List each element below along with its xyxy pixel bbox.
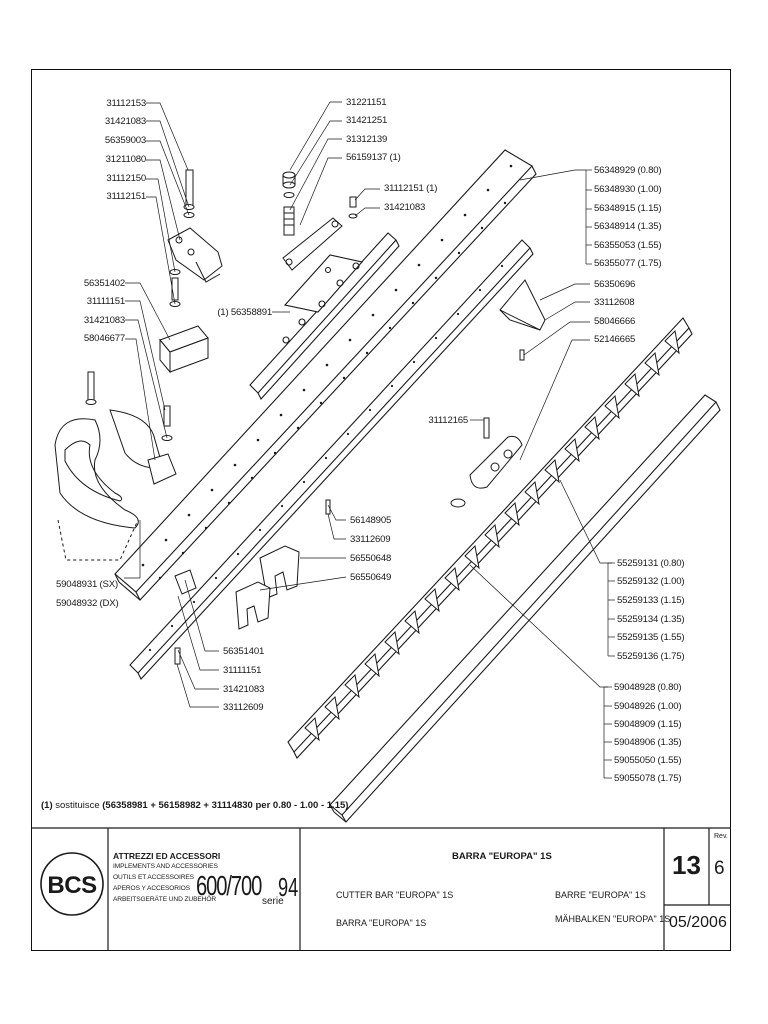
part-label: 55259135 (1.55) bbox=[617, 632, 685, 643]
part-label: 31421251 bbox=[346, 115, 388, 126]
part-label: 31112150 bbox=[106, 173, 146, 184]
category-en: IMPLEMENTS AND ACCESSORIES bbox=[113, 863, 218, 870]
mounting-plate bbox=[249, 232, 400, 400]
knife-sections bbox=[304, 329, 680, 742]
part-label: 56348915 (1.15) bbox=[594, 203, 662, 214]
title-fr: BARRE "EUROPA" 1S bbox=[555, 890, 646, 900]
end-plate bbox=[499, 279, 546, 361]
title-es: BARRA "EUROPA" 1S bbox=[336, 918, 427, 928]
page-title: BARRA "EUROPA" 1S bbox=[452, 851, 552, 862]
part-label: 31111151 bbox=[223, 665, 262, 676]
category-title: ATTREZZI ED ACCESSORI bbox=[113, 851, 221, 861]
serie-label: serie bbox=[262, 896, 284, 907]
replacement-footnote: (1) sostituisce (56358981 + 56158982 + 3… bbox=[41, 800, 348, 811]
part-label: 59048932 (DX) bbox=[56, 598, 119, 609]
part-label: 33112609 bbox=[223, 702, 264, 713]
part-label: 31421083 bbox=[104, 116, 146, 127]
finger-bar bbox=[114, 149, 537, 601]
part-label: 31421083 bbox=[384, 202, 426, 213]
part-label: 31111151 bbox=[86, 296, 125, 307]
revision-number: 6 bbox=[714, 858, 725, 879]
part-label: 31112151 bbox=[106, 191, 146, 202]
model-number: 600/700 bbox=[196, 870, 262, 901]
guard-plates bbox=[235, 545, 300, 630]
part-label: 56348930 (1.00) bbox=[594, 184, 662, 195]
serie-number: 94 bbox=[278, 872, 299, 902]
category-de: ARBEITSGERÄTE UND ZUBEHÖR bbox=[113, 896, 217, 903]
part-label: 56359003 bbox=[104, 135, 146, 146]
drawing-frame bbox=[31, 69, 731, 951]
part-label: 58046677 bbox=[83, 333, 125, 344]
part-label: 59048906 (1.35) bbox=[614, 737, 682, 748]
link-arm bbox=[282, 171, 358, 271]
part-label: 31312139 bbox=[346, 134, 388, 145]
outer-shoe bbox=[54, 371, 177, 561]
footnote-per: per 0.80 - 1.00 - 1.15) bbox=[255, 800, 349, 811]
part-label: 56355077 (1.75) bbox=[594, 258, 662, 269]
part-label: 33112608 bbox=[594, 297, 635, 308]
part-label: 58046666 bbox=[594, 316, 636, 327]
leader-lines bbox=[124, 101, 615, 779]
part-label: 55259136 (1.75) bbox=[617, 651, 685, 662]
part-label: 56159137 (1) bbox=[346, 152, 401, 163]
finger-bar-holes bbox=[141, 164, 513, 580]
clamp-assembly bbox=[167, 169, 223, 307]
bcs-logo: BCS bbox=[47, 872, 97, 899]
knife-head bbox=[450, 417, 523, 508]
part-label: 55259134 (1.35) bbox=[617, 614, 685, 625]
part-label: 56351401 bbox=[223, 646, 265, 657]
part-label: 59048909 (1.15) bbox=[614, 719, 682, 730]
part-label: 55259132 (1.00) bbox=[617, 576, 685, 587]
angle-bar bbox=[329, 394, 721, 823]
part-label: 59048926 (1.00) bbox=[614, 701, 682, 712]
part-label: 55259131 (0.80) bbox=[617, 558, 685, 569]
part-label: 59048928 (0.80) bbox=[614, 682, 682, 693]
part-label: 31112151 (1) bbox=[384, 183, 438, 194]
part-label: 56350696 bbox=[594, 279, 636, 290]
part-label: 55259133 (1.15) bbox=[617, 595, 685, 606]
part-label: 59055050 (1.55) bbox=[614, 755, 682, 766]
part-label: 31221151 bbox=[346, 97, 387, 108]
part-label: 31421083 bbox=[223, 684, 265, 695]
part-label: 52146665 bbox=[594, 334, 636, 345]
spacer-block bbox=[159, 325, 209, 374]
pressure-bar bbox=[129, 239, 534, 680]
part-label: 56550649 bbox=[350, 572, 392, 583]
issue-date: 05/2006 bbox=[669, 914, 727, 931]
revision-label: Rev. bbox=[714, 833, 728, 840]
category-es: APEROS Y ACCESORIOS bbox=[113, 885, 191, 892]
footnote-marker: (1) bbox=[41, 800, 53, 811]
page-number: 13 bbox=[672, 850, 701, 880]
part-label: 56348929 (0.80) bbox=[594, 165, 662, 176]
part-label: 31211080 bbox=[105, 154, 147, 165]
part-label: 56148905 bbox=[350, 515, 392, 526]
part-label: 31112165 bbox=[428, 415, 468, 426]
part-label: 56355053 (1.55) bbox=[594, 240, 662, 251]
part-label: 59048931 (SX) bbox=[56, 579, 118, 590]
category-fr: OUTILS ET ACCESSOIRES bbox=[113, 874, 194, 881]
title-de: MÄHBALKEN "EUROPA" 1S bbox=[555, 914, 671, 924]
footnote-word: sostituisce bbox=[55, 800, 100, 811]
part-label: 56550648 bbox=[350, 553, 392, 564]
title-en: CUTTER BAR "EUROPA" 1S bbox=[336, 890, 454, 900]
part-label: 31112153 bbox=[106, 98, 146, 109]
part-label: 59055078 (1.75) bbox=[614, 773, 682, 784]
part-label: 56348914 (1.35) bbox=[594, 221, 662, 232]
part-label: 31421083 bbox=[83, 315, 125, 326]
footnote-parts: (56358981 + 56158982 + 31114830 bbox=[102, 800, 253, 811]
part-label: 56351402 bbox=[83, 278, 125, 289]
part-label: (1) 56358891 bbox=[217, 307, 272, 318]
title-block-frame bbox=[31, 827, 731, 951]
part-label: 33112609 bbox=[350, 534, 391, 545]
